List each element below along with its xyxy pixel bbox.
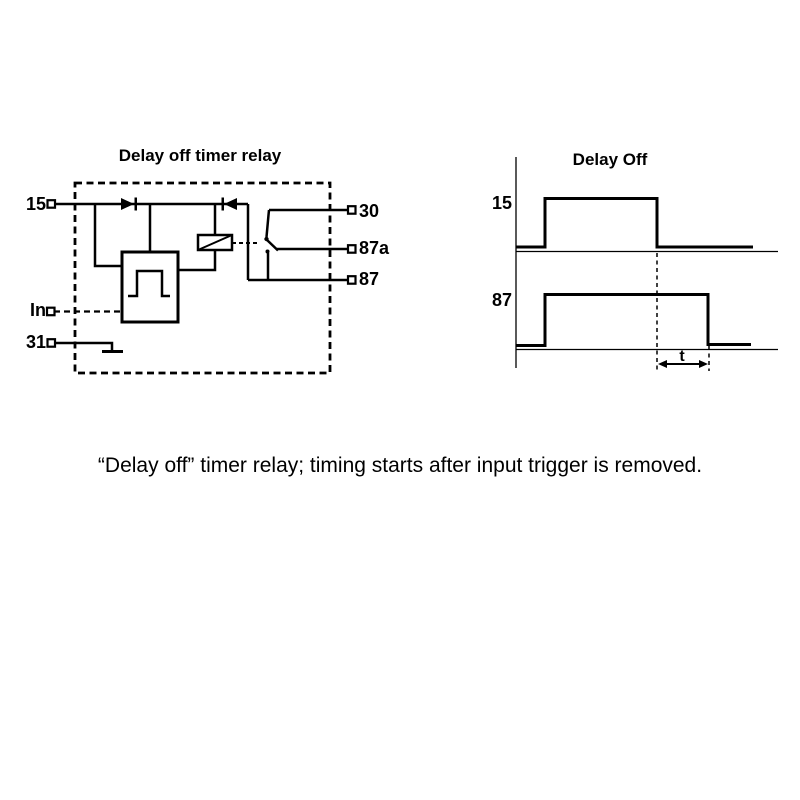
changeover-switch-icon — [264, 209, 279, 280]
delay-time-label: t — [679, 348, 685, 365]
delay-arrow-icon — [658, 360, 708, 368]
relay-coil-icon — [196, 233, 234, 252]
coil-bottom-link — [178, 250, 217, 272]
sense-branch — [93, 204, 122, 268]
circuit-title: Delay off timer relay — [118, 146, 282, 165]
terminal-15-pad — [46, 199, 57, 209]
figure-caption: “Delay off” timer relay; timing starts a… — [97, 454, 703, 477]
trace-15-waveform — [516, 197, 753, 249]
relay-enclosure-dashed-box — [73, 181, 332, 375]
terminal-15-label: 15 — [25, 194, 46, 214]
diode-forward-icon — [121, 197, 137, 211]
trace2-label: 87 — [491, 290, 512, 310]
relay-circuit-schematic — [45, 181, 357, 375]
terminal-87-label: 87 — [359, 269, 380, 289]
terminal-in-label: In — [30, 300, 46, 320]
diode-feedback-icon — [221, 197, 237, 211]
trace-87-waveform — [516, 293, 751, 347]
terminal-in-pad — [45, 306, 56, 317]
terminal-pads — [45, 199, 357, 348]
timing-diagram-graphics — [515, 157, 778, 371]
terminal-31-label: 31 — [25, 332, 46, 352]
terminal-30-label: 30 — [359, 201, 380, 221]
trace1-label: 15 — [491, 193, 512, 213]
terminal-30-pad — [346, 205, 357, 215]
timing-title: Delay Off — [572, 150, 648, 169]
line-31 — [55, 341, 114, 350]
terminal-87a-pad — [346, 244, 357, 254]
pulse-icon — [128, 269, 170, 298]
timer-block — [120, 250, 180, 324]
terminal-87-pad — [346, 275, 357, 285]
terminal-31-pad — [46, 338, 57, 348]
terminal-87a-label: 87a — [359, 238, 390, 258]
